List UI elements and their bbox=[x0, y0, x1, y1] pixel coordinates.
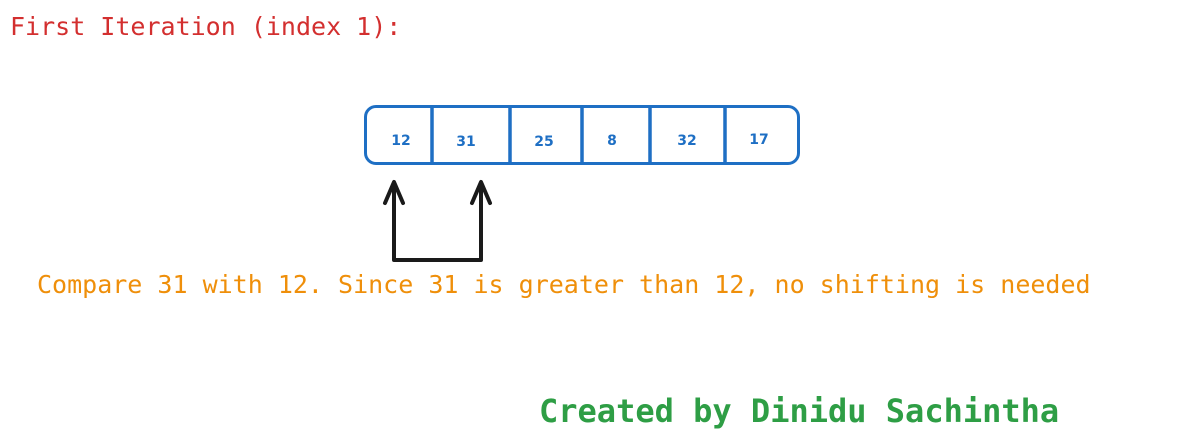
array-cell-4: 32 bbox=[677, 133, 697, 149]
array-cell-1: 31 bbox=[456, 134, 476, 150]
array-cell-2: 25 bbox=[534, 134, 554, 150]
array-cell-0: 12 bbox=[391, 133, 411, 149]
array-cell-3: 8 bbox=[607, 133, 617, 149]
connector-line bbox=[392, 182, 483, 262]
arrowhead-left-icon bbox=[383, 180, 405, 205]
comparison-caption: Compare 31 with 12. Since 31 is greater … bbox=[37, 270, 1091, 299]
author-credit: Created by Dinidu Sachintha bbox=[539, 392, 1060, 430]
array-cell-5: 17 bbox=[749, 132, 769, 148]
iteration-heading: First Iteration (index 1): bbox=[10, 12, 402, 41]
arrowhead-right-icon bbox=[470, 180, 492, 205]
comparison-arrows bbox=[383, 180, 492, 262]
